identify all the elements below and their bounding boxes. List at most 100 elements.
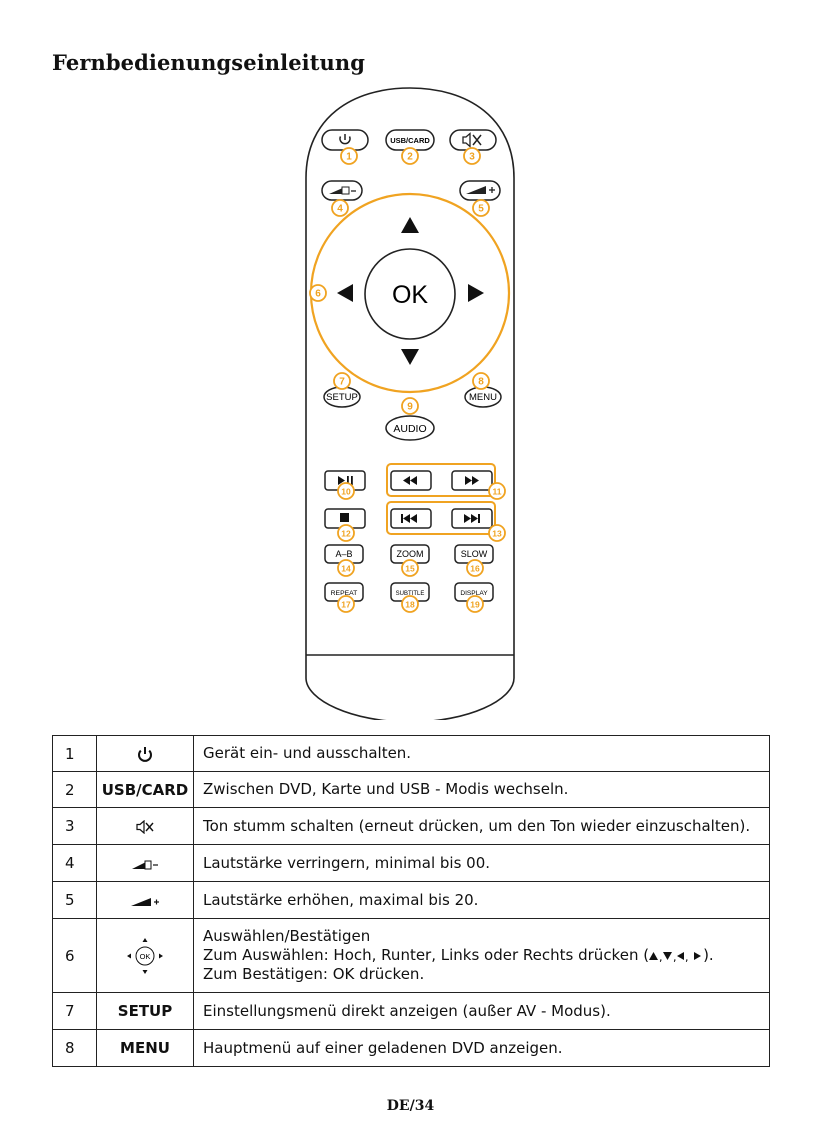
stop-icon (340, 513, 349, 522)
callout-13: 13 (488, 524, 506, 542)
callout-label: 10 (341, 487, 351, 497)
callout-3: 3 (463, 147, 481, 165)
callout-label: 18 (405, 600, 415, 610)
arrow-up-icon[interactable] (401, 217, 419, 233)
repeat-label: REPEAT (331, 590, 358, 597)
row-symbol: SETUP (96, 992, 194, 1030)
audio-button[interactable]: AUDIO (385, 415, 435, 441)
callout-label: 13 (492, 529, 502, 539)
next-button[interactable] (451, 508, 493, 529)
callout-label: 15 (405, 564, 415, 574)
volume-down-icon (132, 860, 158, 869)
callout-2: 2 (401, 147, 419, 165)
rewind-icon (403, 476, 417, 485)
callout-16: 16 (466, 559, 484, 577)
fast-forward-button[interactable] (451, 470, 493, 491)
row-description: Einstellungsmenü direkt anzeigen (außer … (193, 992, 770, 1030)
audio-label: AUDIO (393, 423, 426, 435)
play-pause-button[interactable] (324, 470, 366, 491)
callout-label: 5 (478, 204, 484, 215)
navigation-pad-icon: OK (127, 937, 163, 974)
nav-pad-ok-label: OK (140, 952, 151, 961)
arrow-left-icon[interactable] (337, 284, 353, 302)
subtitle-label: SUBTITLE (396, 591, 425, 597)
svg-text:,: , (659, 951, 663, 962)
row-description: Ton stumm schalten (erneut drücken, um d… (193, 807, 770, 845)
row-number: 2 (52, 771, 97, 808)
callout-17: 17 (337, 595, 355, 613)
mute-button[interactable] (449, 129, 497, 151)
callout-18: 18 (401, 595, 419, 613)
callout-label: 4 (337, 204, 343, 215)
row-number: 4 (52, 844, 97, 882)
table-row: 3 Ton stumm schalten (erneut drücken, um… (52, 807, 770, 845)
callout-label: 19 (470, 600, 480, 610)
row-symbol: OK (96, 918, 194, 993)
row-symbol: USB/CARD (96, 771, 194, 808)
row-symbol: MENU (96, 1029, 194, 1067)
repeat-button[interactable]: REPEAT (324, 582, 364, 602)
callout-label: 7 (339, 377, 345, 388)
row-symbol (96, 881, 194, 919)
arrow-right-icon (694, 951, 702, 960)
previous-icon (401, 514, 417, 523)
fast-forward-icon (465, 476, 479, 485)
arrow-right-icon[interactable] (468, 284, 484, 302)
callout-9: 9 (401, 397, 419, 415)
skip-group-frame (386, 501, 496, 535)
subtitle-button[interactable]: SUBTITLE (390, 582, 430, 602)
page-number: DE/34 (386, 1098, 435, 1114)
volume-down-button[interactable] (321, 180, 363, 201)
callout-1: 1 (340, 147, 358, 165)
callout-label: 6 (315, 289, 321, 300)
callout-14: 14 (337, 559, 355, 577)
row-description: Gerät ein- und ausschalten. (193, 735, 770, 772)
callout-label: 9 (407, 402, 413, 413)
row-description: Lautstärke erhöhen, maximal bis 20. (193, 881, 770, 919)
mute-icon (136, 819, 154, 834)
direction-arrows-icon: ,,, (649, 951, 689, 962)
callout-label: 16 (470, 564, 480, 574)
rewind-button[interactable] (390, 470, 432, 491)
callout-label: 1 (346, 152, 352, 163)
row-symbol (96, 735, 194, 772)
table-row: 1 Gerät ein- und ausschalten. (52, 735, 770, 772)
page-title: Fernbedienungseinleitung (52, 50, 366, 75)
volume-up-icon (131, 897, 159, 906)
row-description: Hauptmenü auf einer geladenen DVD anzeig… (193, 1029, 770, 1067)
volume-up-button[interactable] (459, 180, 501, 201)
remote-control-diagram: USB/CARD OK SETUP (305, 87, 515, 720)
callout-5: 5 (472, 199, 490, 217)
row-number: 8 (52, 1029, 97, 1067)
ab-label: A–B (335, 549, 352, 559)
usb-card-label: USB/CARD (390, 136, 430, 145)
volume-up-icon (466, 186, 495, 194)
callout-11: 11 (488, 482, 506, 500)
callout-label: 8 (478, 377, 484, 388)
zoom-button[interactable]: ZOOM (390, 544, 430, 564)
row-description: Zwischen DVD, Karte und USB - Modis wech… (193, 771, 770, 808)
setup-button[interactable]: SETUP (323, 386, 361, 408)
table-row: 4 Lautstärke verringern, minimal bis 00. (52, 844, 770, 882)
play-pause-icon (338, 476, 353, 485)
power-button[interactable] (321, 129, 369, 151)
callout-15: 15 (401, 559, 419, 577)
next-icon (464, 514, 480, 523)
setup-label: SETUP (326, 392, 358, 403)
usb-card-button[interactable]: USB/CARD (385, 129, 435, 151)
callout-10: 10 (337, 482, 355, 500)
callout-label: 2 (407, 152, 413, 163)
callout-label: 11 (493, 487, 502, 497)
previous-button[interactable] (390, 508, 432, 529)
callout-8: 8 (472, 372, 490, 390)
mute-icon (462, 132, 482, 148)
desc-line: Zum Bestätigen: OK drücken. (203, 965, 425, 983)
row-number: 3 (52, 807, 97, 845)
arrow-down-icon[interactable] (401, 349, 419, 365)
desc-line: Auswählen/Bestätigen (203, 927, 371, 945)
ok-button[interactable]: OK (364, 248, 456, 340)
slow-label: SLOW (461, 549, 488, 559)
menu-button[interactable]: MENU (464, 386, 502, 408)
function-table: 1 Gerät ein- und ausschalten. 2 USB/CARD… (52, 735, 770, 1067)
